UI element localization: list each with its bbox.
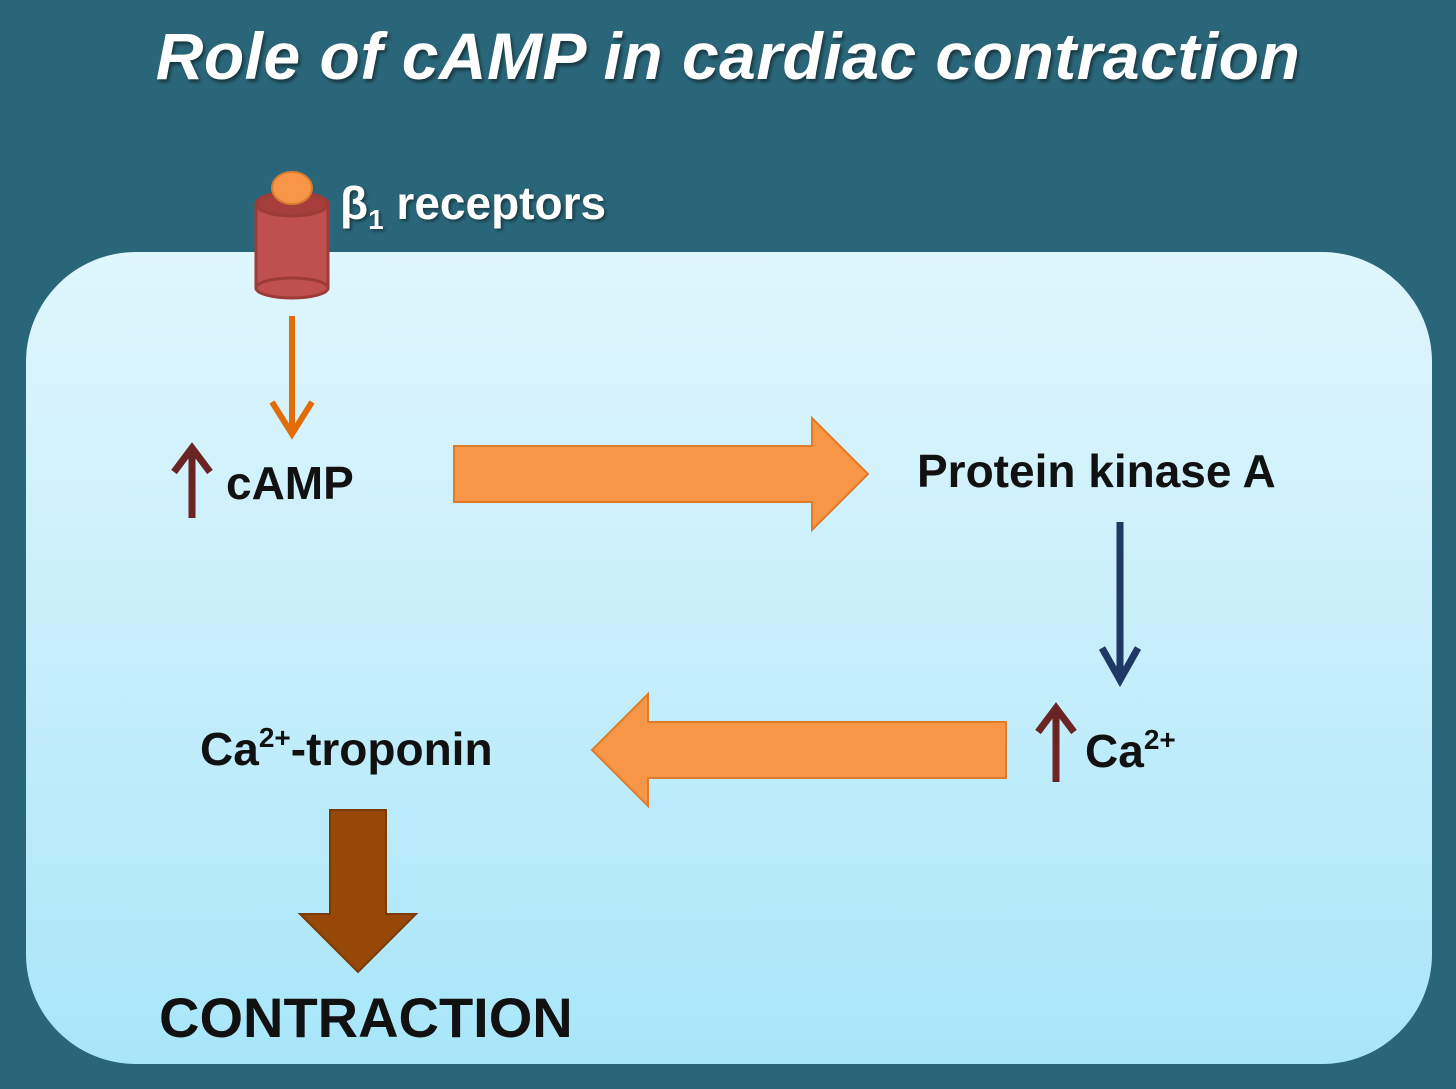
receptor-label: β1 receptors xyxy=(340,177,607,235)
arrow-calcium-to-troponin xyxy=(590,691,1007,809)
cell-body xyxy=(26,252,1432,1064)
arrow-pka-to-calcium xyxy=(1098,522,1142,688)
diagram-title: Role of cAMP in cardiac contraction xyxy=(155,19,1301,93)
ligand-icon xyxy=(271,171,313,205)
ca-troponin-label: Ca2+-troponin xyxy=(200,722,493,775)
camp-label: cAMP xyxy=(226,457,354,509)
arrow-camp-to-pka xyxy=(453,415,870,533)
arrow-troponin-to-contraction xyxy=(297,809,419,974)
increase-arrow-calcium xyxy=(1035,702,1077,782)
contraction-label: CONTRACTION xyxy=(159,986,573,1049)
calcium-label: Ca2+ xyxy=(1085,724,1176,777)
increase-arrow-camp xyxy=(171,442,213,518)
protein-kinase-a-label: Protein kinase A xyxy=(917,445,1276,497)
receptor-icon xyxy=(254,171,330,300)
arrow-receptor-to-camp xyxy=(269,316,315,440)
